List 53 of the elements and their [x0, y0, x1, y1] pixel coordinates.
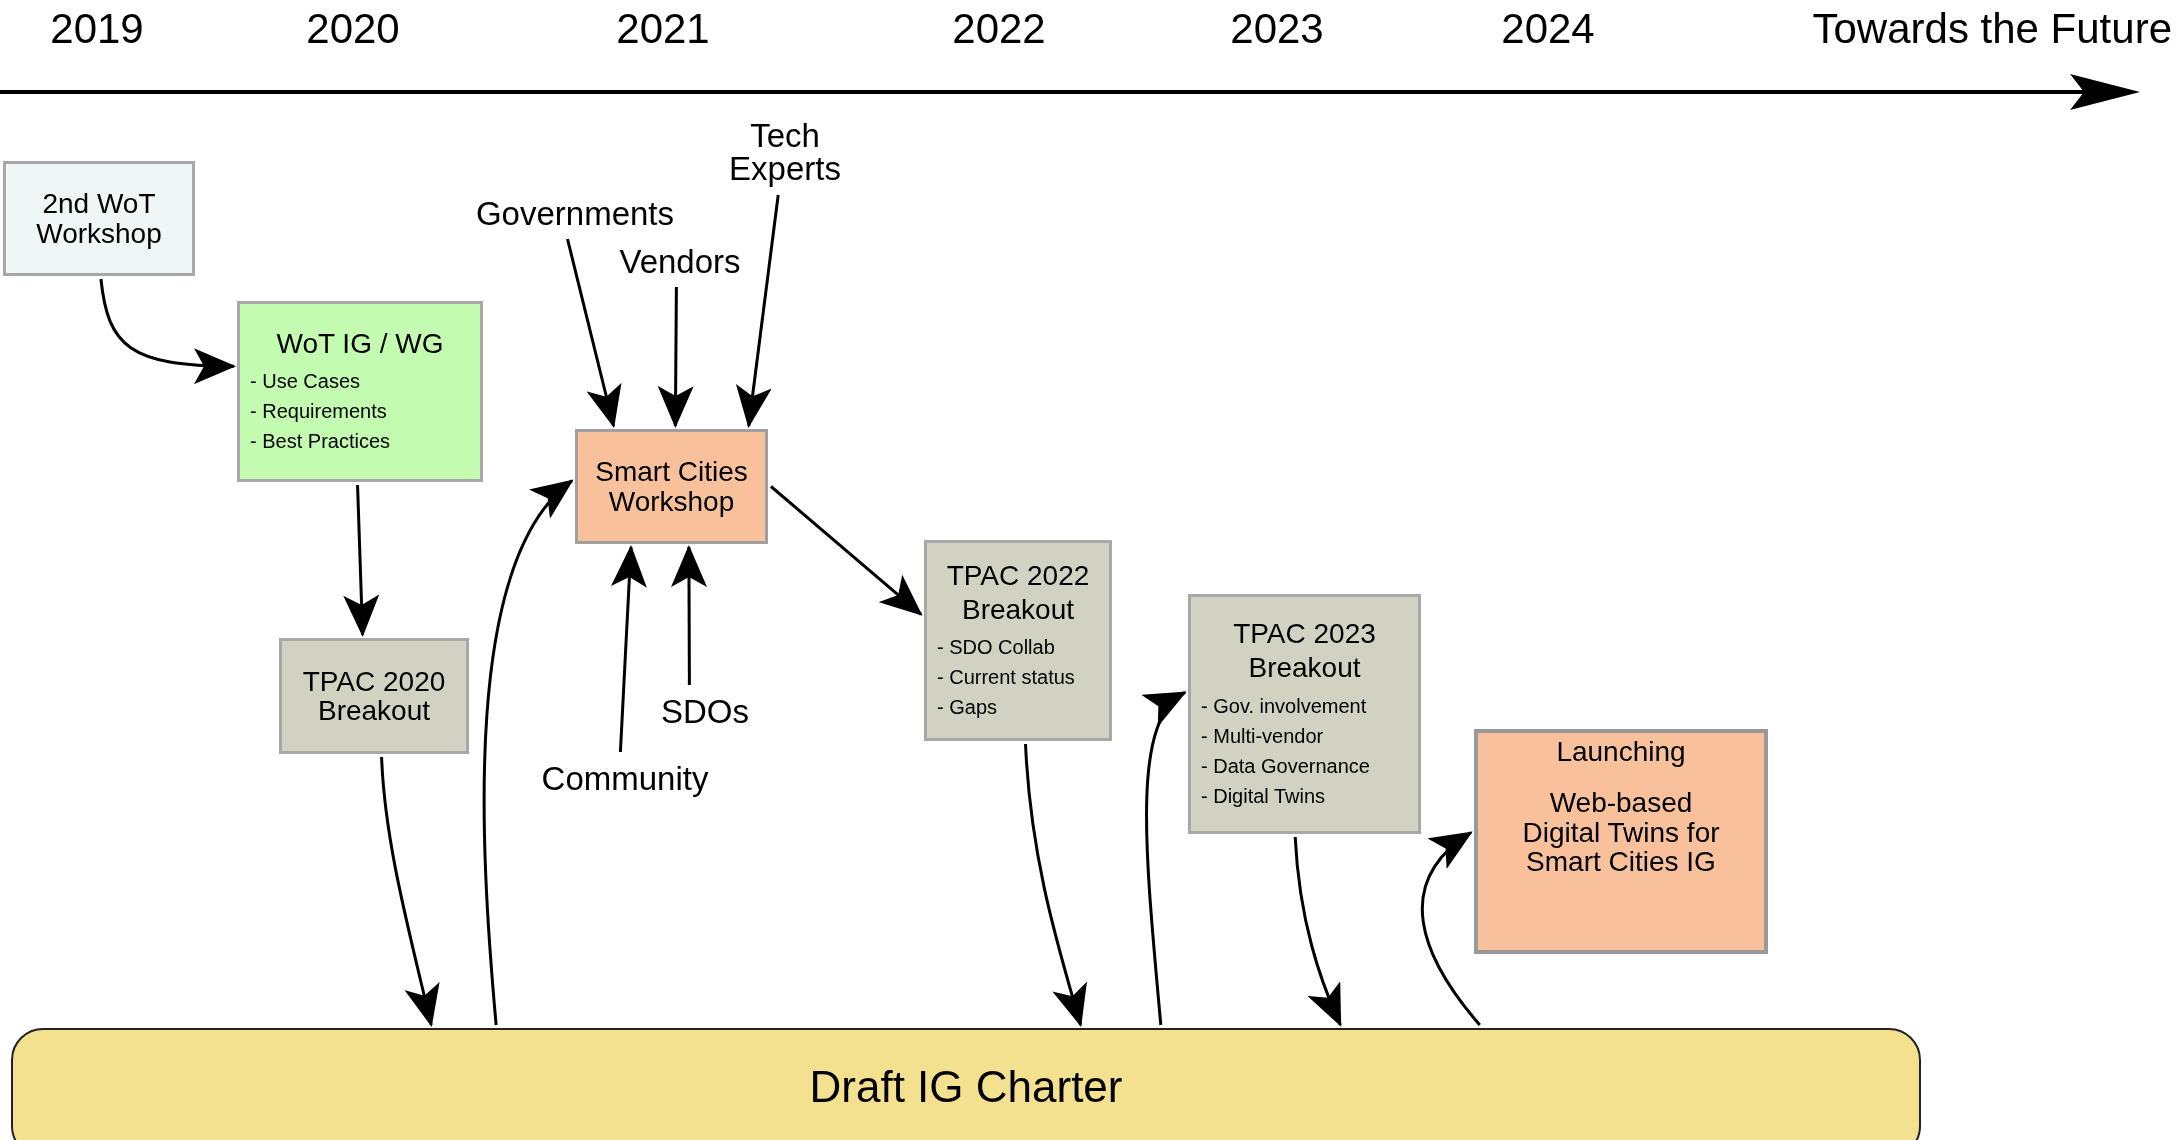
stakeholder-label: Governments	[450, 190, 700, 236]
arrow	[1142, 691, 1187, 1026]
arrow	[657, 287, 694, 428]
arrow	[482, 479, 574, 1026]
milestone-box	[1474, 729, 1768, 954]
event-box	[237, 301, 483, 482]
charter-title: Draft IG Charter	[808, 1061, 1124, 1113]
list-item: - Use Cases	[250, 369, 362, 395]
year-label: 2020	[305, 4, 401, 54]
arrow	[1293, 836, 1342, 1027]
list-item: - Multi-vendor	[1201, 723, 1325, 749]
box-title: 2nd WoT Workshop	[35, 189, 163, 248]
box-title: Web-based Digital Twins for Smart Cities IG	[1521, 788, 1721, 877]
year-label: Towards the Future	[1812, 4, 2172, 54]
box-heading: Launching	[1556, 737, 1686, 767]
stakeholder-label: SDOs	[640, 688, 770, 734]
stakeholder-label: Vendors	[590, 238, 770, 284]
arrow	[1024, 743, 1087, 1027]
box-title: Smart Cities Workshop	[594, 457, 749, 516]
box-title: TPAC 2023 Breakout	[1232, 617, 1377, 685]
arrow	[610, 545, 647, 753]
event-box	[575, 429, 768, 544]
event-box	[924, 540, 1112, 741]
year-label: 2024	[1500, 4, 1596, 54]
arrow	[770, 485, 923, 616]
arrow	[343, 484, 380, 637]
arrow	[99, 278, 236, 384]
list-item: - Gaps	[937, 695, 999, 721]
list-item: - SDO Collab	[937, 635, 1056, 661]
event-box	[3, 161, 195, 276]
stakeholder-label: Tech Experts	[700, 112, 870, 192]
stakeholder-label: Community	[510, 755, 740, 801]
event-box	[279, 638, 469, 754]
arrow	[735, 194, 780, 428]
arrow	[380, 756, 440, 1027]
year-label: 2023	[1229, 4, 1325, 54]
charter-bar	[11, 1028, 1921, 1140]
box-title: WoT IG / WG	[275, 326, 445, 361]
box-title: TPAC 2022 Breakout	[945, 558, 1091, 627]
list-item: - Best Practices	[250, 429, 392, 455]
list-item: - Gov. involvement	[1201, 693, 1368, 719]
list-item: - Data Governance	[1201, 753, 1371, 779]
arrow	[671, 545, 707, 685]
box-title: TPAC 2020 Breakout	[301, 666, 447, 726]
year-label: 2019	[49, 4, 145, 54]
list-item: - Requirements	[250, 399, 388, 425]
year-label: 2022	[951, 4, 1047, 54]
list-item: - Digital Twins	[1201, 783, 1327, 809]
event-box	[1188, 594, 1421, 834]
arrow	[1420, 831, 1481, 1026]
list-item: - Current status	[937, 665, 1076, 691]
arrow	[566, 238, 622, 428]
year-label: 2021	[615, 4, 711, 54]
